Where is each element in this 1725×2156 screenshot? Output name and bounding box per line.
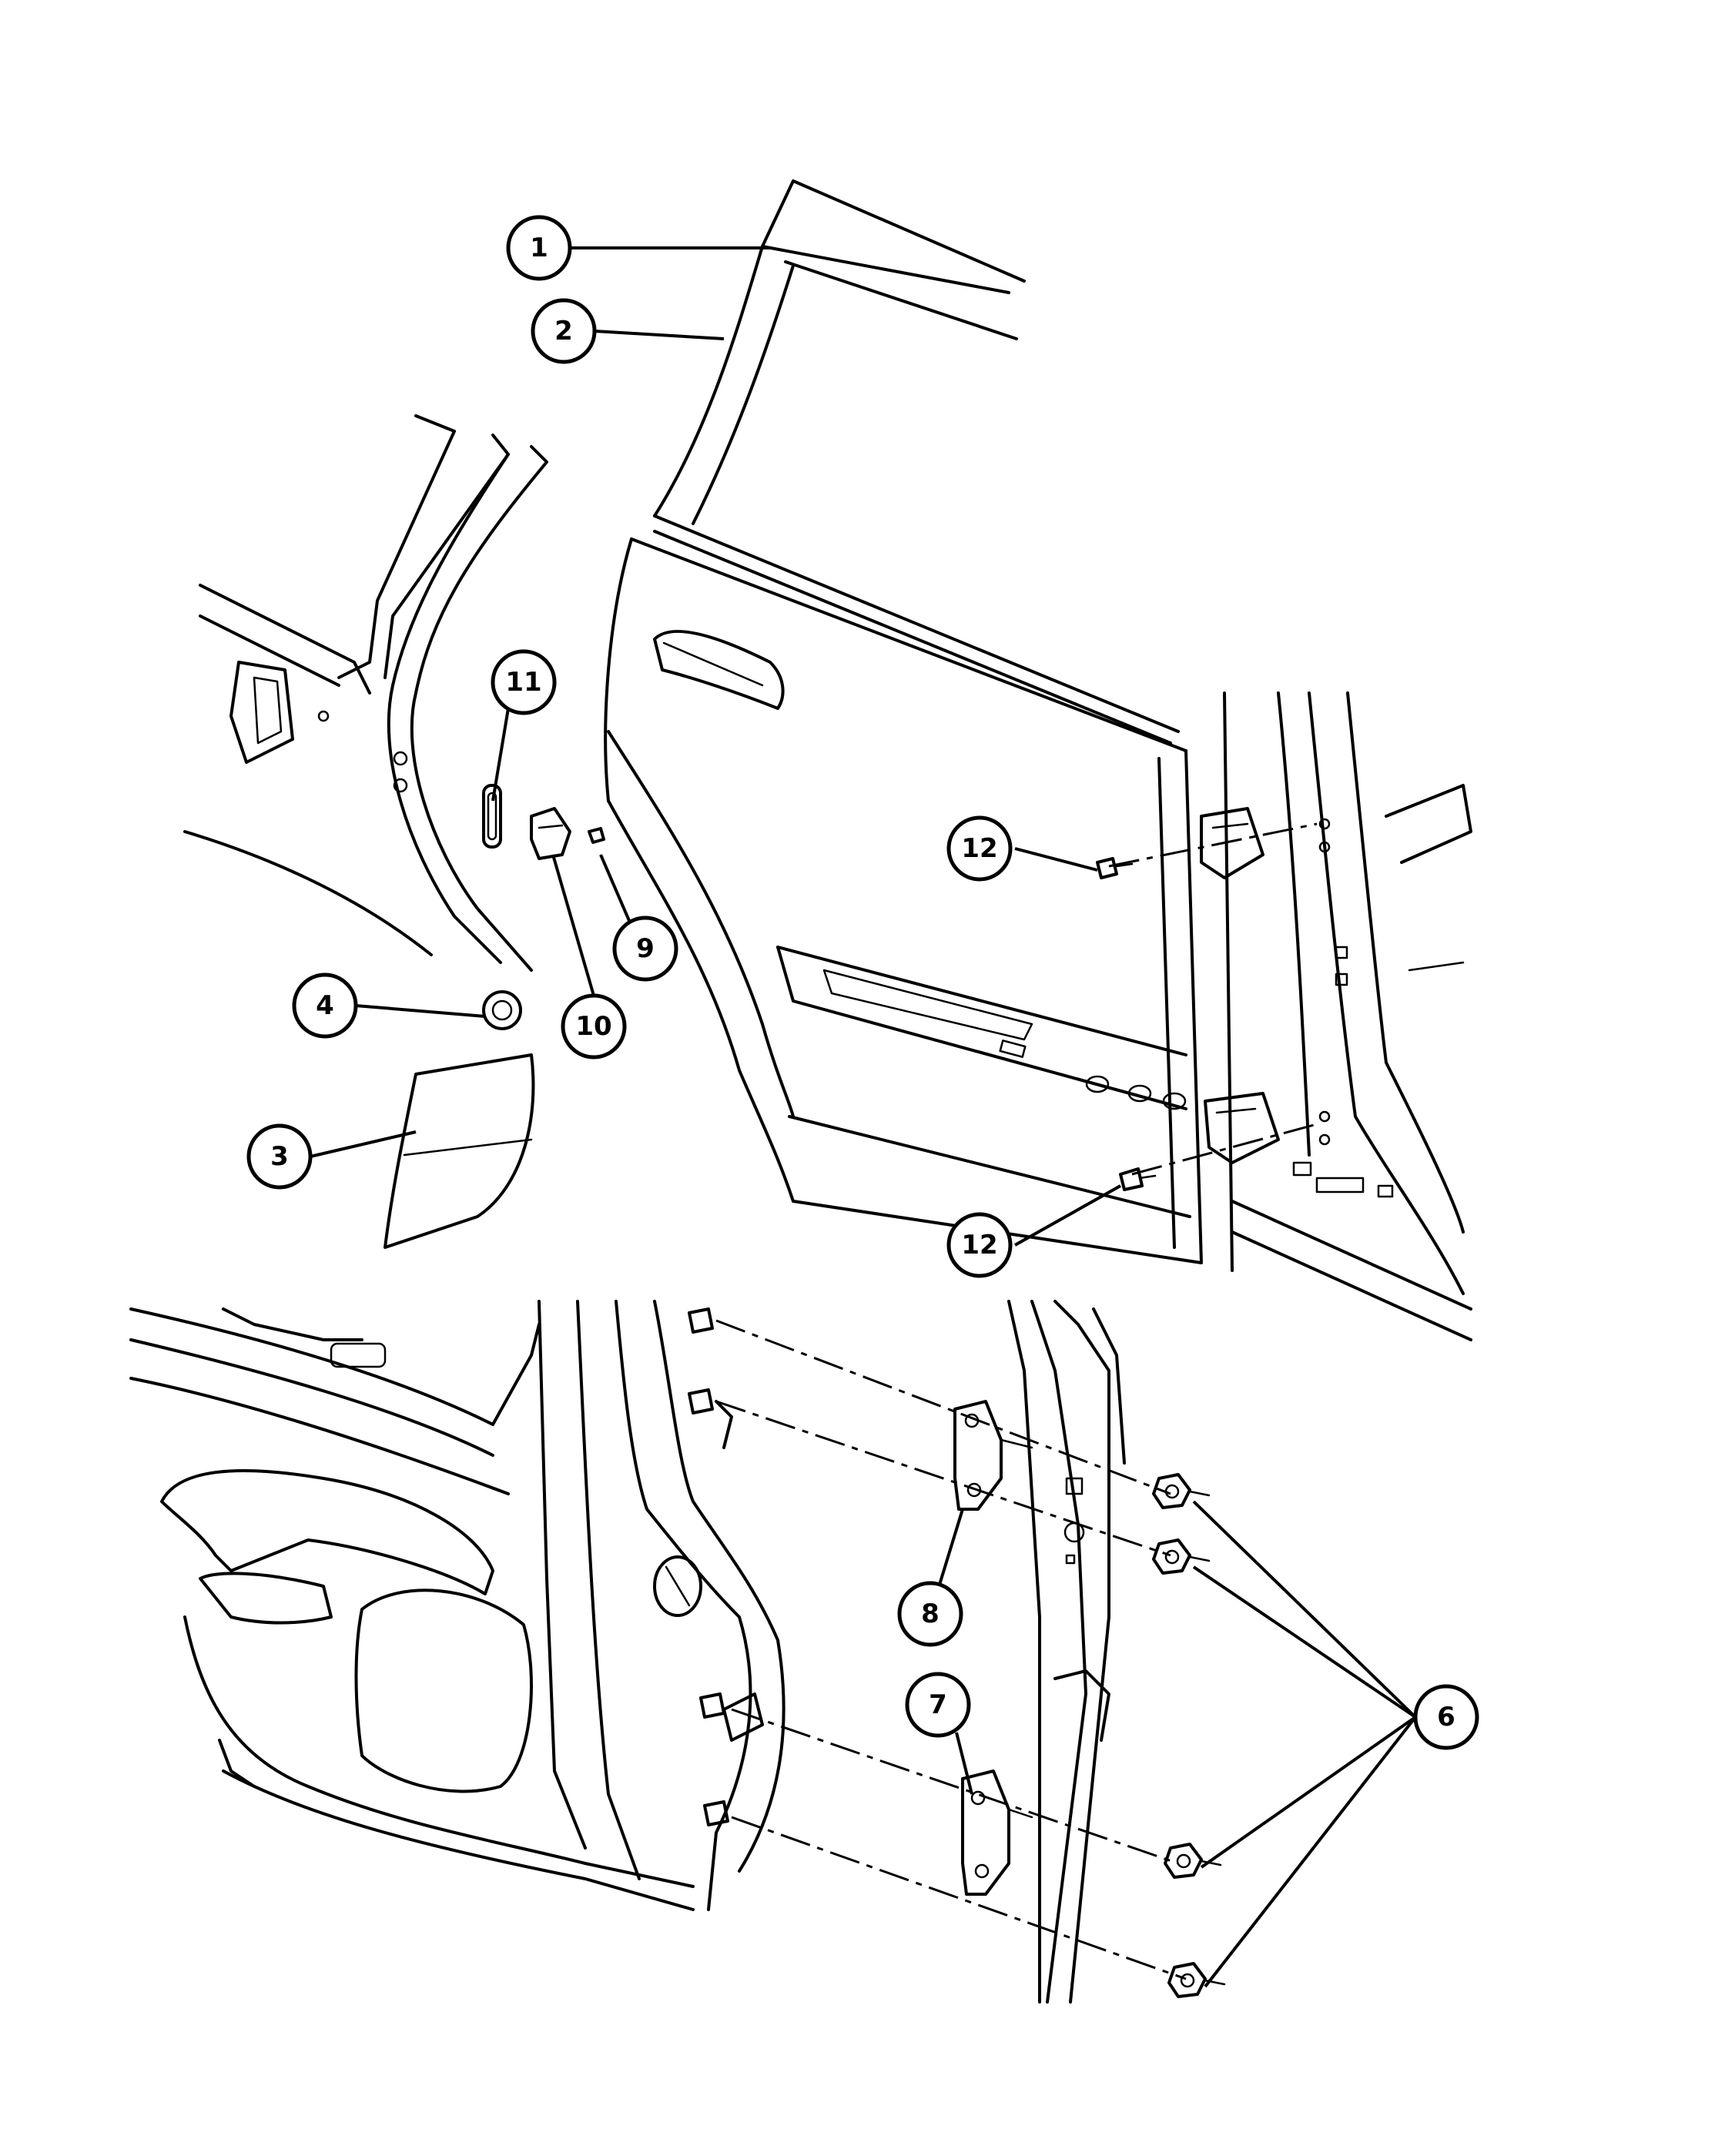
callout-3: 3 [246, 1123, 313, 1190]
callout-3-label: 3 [270, 1141, 289, 1172]
callout-9-label: 9 [636, 933, 655, 964]
lower-hinge-bolt-lines [715, 1319, 1187, 1980]
callout-12-lower: 12 [946, 1212, 1013, 1278]
callout-7: 7 [905, 1672, 971, 1738]
leader-lines [310, 246, 1417, 1988]
callout-4-label: 4 [316, 990, 334, 1021]
door-hinge-7 [961, 1769, 1033, 1896]
callout-9: 9 [612, 916, 678, 982]
callout-1: 1 [506, 215, 572, 281]
callout-8: 8 [897, 1581, 963, 1647]
callout-2: 2 [531, 298, 597, 364]
callout-4: 4 [292, 973, 358, 1039]
callout-2-label: 2 [554, 316, 573, 346]
callout-8-label: 8 [921, 1599, 940, 1629]
hinge-bolt-lines [1108, 822, 1318, 1176]
callout-6-label: 6 [1437, 1702, 1455, 1732]
hinge-nut-6-a [1152, 1473, 1211, 1509]
hinge-nut-6-c [1164, 1843, 1222, 1879]
callout-10: 10 [561, 993, 627, 1060]
striker-screw-9 [588, 827, 605, 844]
body-c-pillar [183, 414, 548, 972]
body-b-pillar-hinge-side [1200, 691, 1472, 1341]
callout-7-label: 7 [929, 1689, 947, 1720]
pad-3 [384, 1053, 535, 1249]
callout-10-label: 10 [575, 1011, 611, 1042]
callout-11: 11 [491, 649, 557, 715]
striker-10 [530, 807, 571, 860]
callout-12-upper: 12 [946, 815, 1013, 882]
plug-4 [482, 990, 522, 1030]
door-inner-trim [129, 1300, 785, 1911]
door-hinge-8 [953, 1400, 1033, 1511]
rear-door-assembly [604, 179, 1203, 1264]
callout-6: 6 [1413, 1684, 1479, 1750]
callout-1-label: 1 [530, 233, 548, 263]
lower-body-pillar [1007, 1300, 1126, 2004]
hinge-nut-6-b [1152, 1538, 1211, 1575]
hinge-nut-6-d [1167, 1962, 1226, 1998]
callout-12-upper-label: 12 [961, 833, 997, 864]
callout-12-lower-label: 12 [961, 1230, 997, 1260]
callout-11-label: 11 [505, 667, 541, 698]
striker-shim-11 [482, 784, 502, 849]
bolt-12-lower [1119, 1167, 1157, 1191]
bolt-12-upper [1096, 857, 1134, 879]
